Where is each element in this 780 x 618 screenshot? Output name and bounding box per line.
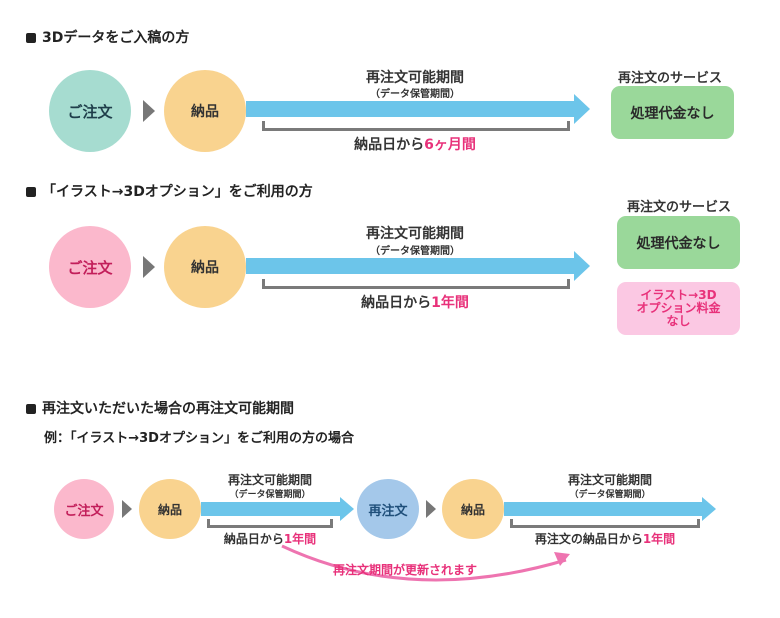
- service-text-line1: イラスト→3D: [640, 288, 717, 302]
- arrow-head-icon: [340, 497, 354, 521]
- order-circle: ご注文: [54, 479, 114, 539]
- service-text: 処理代金なし: [630, 105, 715, 122]
- period-arrow: [504, 502, 704, 516]
- duration-value: 1年間: [283, 532, 317, 546]
- arrow-head-icon: [574, 94, 590, 124]
- period-subtitle: （データ保管期間）: [229, 490, 311, 500]
- period-duration: 納品日から6ヶ月間: [300, 134, 530, 154]
- service-title: 再注文のサービス: [617, 71, 722, 86]
- service-box-processing: 処理代金なし: [611, 86, 734, 139]
- delivery-label: 納品: [191, 260, 219, 276]
- bullet-square-icon: [26, 33, 36, 43]
- renewal-curve: [281, 544, 567, 582]
- period-title: 再注文可能期間: [366, 226, 464, 242]
- period-bracket: [510, 519, 700, 528]
- period-bracket: [262, 121, 570, 131]
- section2-heading: 「イラスト→3Dオプション」をご利用の方: [26, 181, 313, 201]
- bullet-square-icon: [26, 404, 36, 414]
- section3-heading: 再注文いただいた場合の再注文可能期間: [26, 398, 294, 418]
- period-subtitle: （データ保管期間）: [370, 246, 460, 257]
- duration-value: 1年間: [642, 532, 676, 546]
- step-triangle-icon: [426, 500, 436, 518]
- period-title: 再注文可能期間: [567, 473, 652, 487]
- delivery-circle: 納品: [164, 226, 246, 308]
- delivery-circle: 納品: [139, 479, 201, 539]
- period-duration: 再注文の納品日から1年間: [510, 530, 700, 547]
- step-triangle-icon: [143, 256, 155, 278]
- order-circle: ご注文: [49, 226, 131, 308]
- order-circle: ご注文: [49, 70, 131, 152]
- duration-prefix: 納品日から: [223, 532, 284, 546]
- period-subtitle: （データ保管期間）: [370, 89, 460, 100]
- arrow-head-icon: [702, 497, 716, 521]
- duration-prefix: 納品日から: [354, 137, 425, 153]
- order-label: ご注文: [64, 503, 104, 519]
- period-arrow: [246, 258, 576, 274]
- service-title: 再注文のサービス: [626, 200, 731, 215]
- section2-heading-text: 「イラスト→3Dオプション」をご利用の方: [42, 184, 313, 200]
- section3-example: 例：「イラスト→3Dオプション」をご利用の方の場合: [44, 431, 354, 446]
- reorder-label: 再注文: [368, 503, 408, 519]
- service-text-line2: オプション料金: [636, 301, 721, 315]
- delivery-label: 納品: [191, 104, 219, 120]
- period-subtitle: （データ保管期間）: [569, 490, 651, 500]
- period-bracket: [262, 279, 570, 289]
- section1-heading-text: 3Dデータをご入稿の方: [42, 30, 190, 46]
- period-duration: 納品日から1年間: [200, 530, 340, 547]
- period-arrow: [246, 101, 576, 117]
- renewal-arrow-head-icon: [554, 552, 570, 566]
- service-box-illustration: イラスト→3D オプション料金 なし: [617, 282, 740, 335]
- order-label: ご注文: [67, 258, 113, 277]
- duration-value: 6ヶ月間: [424, 137, 476, 153]
- period-duration: 納品日から1年間: [300, 292, 530, 312]
- delivery-label: 納品: [460, 502, 485, 517]
- service-text-line3: なし: [666, 314, 691, 328]
- duration-value: 1年間: [431, 295, 469, 311]
- step-triangle-icon: [143, 100, 155, 122]
- reorder-circle: 再注文: [357, 479, 419, 539]
- period-arrow: [201, 502, 342, 516]
- period-title: 再注文可能期間: [366, 70, 464, 86]
- delivery-circle: 納品: [164, 70, 246, 152]
- delivery-label: 納品: [157, 502, 182, 517]
- period-title: 再注文可能期間: [227, 473, 312, 487]
- section3-heading-text: 再注文いただいた場合の再注文可能期間: [42, 401, 294, 417]
- service-box-processing: 処理代金なし: [617, 216, 740, 269]
- bullet-square-icon: [26, 187, 36, 197]
- duration-prefix: 納品日から: [361, 295, 432, 311]
- renewal-note: 再注文期間が更新されます: [333, 563, 478, 577]
- section1-heading: 3Dデータをご入稿の方: [26, 27, 189, 47]
- order-label: ご注文: [67, 102, 113, 121]
- arrow-head-icon: [574, 251, 590, 281]
- delivery-circle: 納品: [442, 479, 504, 539]
- service-text: 処理代金なし: [636, 235, 721, 252]
- step-triangle-icon: [122, 500, 132, 518]
- renewal-arrow: [281, 544, 570, 582]
- period-bracket: [207, 519, 333, 528]
- duration-prefix: 再注文の納品日から: [534, 532, 643, 546]
